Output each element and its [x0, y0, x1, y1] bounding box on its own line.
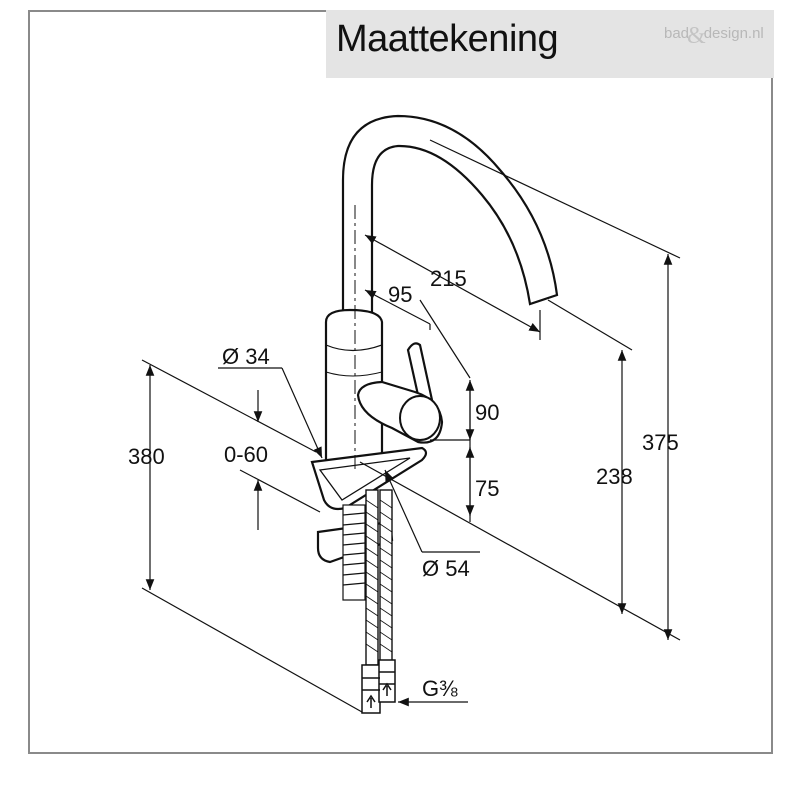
base-plate — [310, 446, 428, 511]
dim-spout-height: 238 — [596, 464, 633, 489]
title-banner — [326, 10, 774, 78]
faucet-illustration — [310, 114, 559, 714]
page-title: Maattekening — [336, 18, 559, 60]
dim-counter-thickness: 0-60 — [224, 442, 268, 467]
dim-body-diameter: Ø 34 — [222, 344, 270, 369]
supply-hoses — [365, 489, 393, 666]
dim-under-counter: 380 — [128, 444, 165, 469]
dim-base-to-handle: 75 — [475, 476, 499, 501]
dim-total-height: 375 — [642, 430, 679, 455]
dim-base-diameter: Ø 54 — [422, 556, 470, 581]
brand-logo: bad&design.nl — [664, 23, 764, 49]
dim-reach: 215 — [430, 266, 467, 291]
dim-handle-offset: 95 — [388, 282, 412, 307]
dimension-lines — [141, 139, 681, 713]
spout — [341, 114, 559, 330]
dim-handle-height: 90 — [475, 400, 499, 425]
dim-connection-thread: G⅜ — [422, 676, 458, 701]
hose-connectors — [361, 659, 396, 714]
threaded-rod — [342, 504, 366, 601]
